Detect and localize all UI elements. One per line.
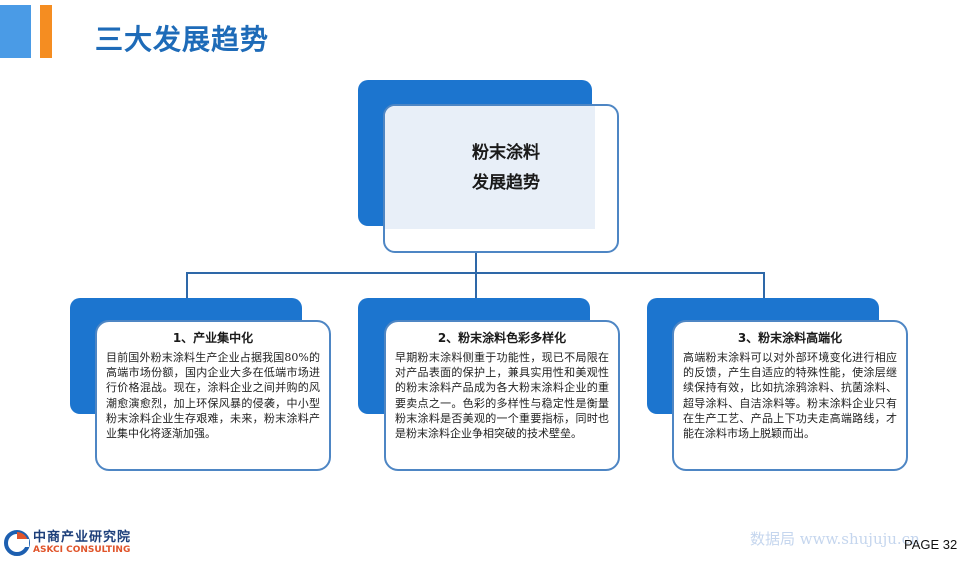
card-1-title: 1、产业集中化 — [172, 331, 254, 345]
logo-name-en: ASKCI CONSULTING — [33, 545, 131, 555]
company-logo: 中商产业研究院 ASKCI CONSULTING — [4, 530, 131, 556]
card-1-body: 目前国外粉末涂料生产企业占据我国80%的高端市场份额，国内企业大多在低端市场进行… — [106, 351, 320, 441]
page-number-value: 32 — [942, 537, 958, 552]
askci-logo-icon — [4, 530, 30, 556]
page-label: PAGE — [904, 537, 940, 552]
card-2-body: 早期粉末涂料侧重于功能性，现已不局限在对产品表面的保护上，兼具实用性和美观性的粉… — [395, 351, 609, 441]
card-3: 3、粉末涂料高端化 高端粉末涂料可以对外部环境变化进行相应的反馈，产生自适应的特… — [672, 320, 908, 471]
center-node: 粉末涂料 发展趋势 — [383, 104, 619, 253]
card-2: 2、粉末涂料色彩多样化 早期粉末涂料侧重于功能性，现已不局限在对产品表面的保护上… — [384, 320, 620, 471]
connector-trunk — [475, 253, 477, 273]
connector-branch-3 — [763, 272, 765, 299]
watermark: 数据局 www.shujuju.cn — [750, 530, 920, 548]
page-number: PAGE 32 — [904, 537, 957, 552]
card-1: 1、产业集中化 目前国外粉末涂料生产企业占据我国80%的高端市场份额，国内企业大… — [95, 320, 331, 471]
logo-name-cn: 中商产业研究院 — [33, 530, 132, 545]
connector-branch-2 — [475, 272, 477, 299]
card-3-body: 高端粉末涂料可以对外部环境变化进行相应的反馈，产生自适应的特殊性能，使涂层继续保… — [683, 351, 897, 441]
header-accent-bar-blue — [0, 5, 31, 58]
connector-branch-1 — [186, 272, 188, 299]
card-2-title: 2、粉末涂料色彩多样化 — [437, 331, 567, 345]
card-3-title: 3、粉末涂料高端化 — [737, 331, 843, 345]
page-title: 三大发展趋势 — [95, 23, 270, 56]
header-accent-bar-orange — [40, 5, 52, 58]
center-node-line-2: 发展趋势 — [472, 172, 540, 193]
center-node-inner: 粉末涂料 发展趋势 — [385, 106, 595, 229]
center-node-line-1: 粉末涂料 — [472, 142, 540, 163]
